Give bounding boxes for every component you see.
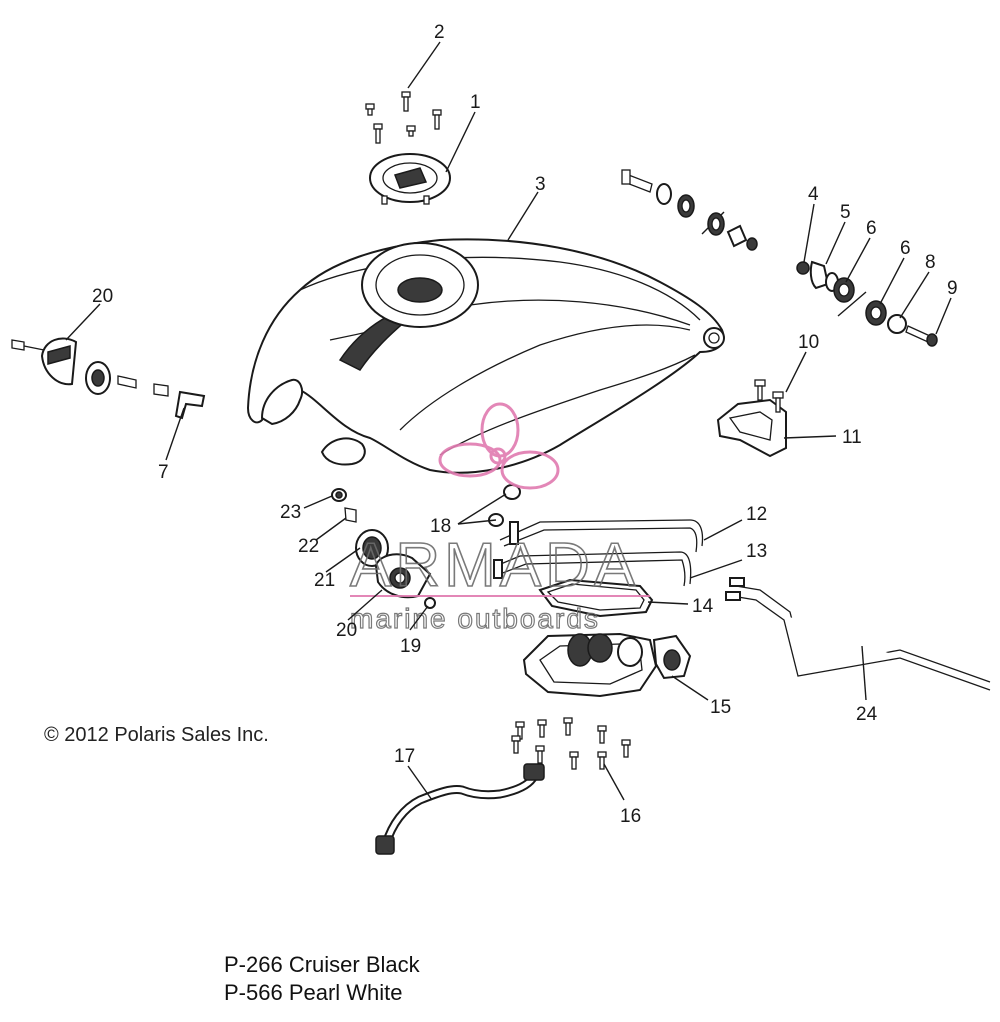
callout-24: 24 [856,704,878,725]
top-mount-stack [621,169,758,251]
fuel-hose [375,763,545,855]
armada-watermark: ARMADA marine outboards [349,402,650,635]
fuel-pump [522,632,692,698]
callout-11: 11 [842,427,862,448]
watermark-brand: ARMADA [350,531,639,600]
watermark-tagline: marine outboards [350,603,600,634]
callout-22: 22 [298,536,319,557]
color-code-pearl-white: P-566 Pearl White [224,980,403,1005]
callout-17: 17 [394,746,415,767]
callout-12: 12 [746,504,767,525]
cap-screws [365,91,442,144]
vent-line [725,577,991,691]
fuel-tank [246,238,725,474]
callout-leaders [65,41,952,801]
callout-13: 13 [746,541,767,562]
callout-7: 7 [158,462,169,483]
vent-hoses [488,484,704,587]
callout-16: 16 [620,806,641,827]
callout-20a: 20 [92,286,113,307]
callout-23: 23 [280,502,301,523]
callout-14: 14 [692,596,714,617]
callout-21: 21 [314,570,335,591]
lower-left-stack [331,488,436,609]
callout-9: 9 [947,278,958,299]
mount-bracket [716,379,787,458]
filler-cap-ring [369,153,451,205]
color-code-cruiser-black: P-266 Cruiser Black [224,952,420,977]
callout-4: 4 [808,184,819,205]
copyright-notice: © 2012 Polaris Sales Inc. [44,724,269,746]
rear-mount-stack [796,260,938,347]
callout-labels: 1 2 3 4 5 6 6 7 8 9 10 11 12 13 14 15 16… [92,22,958,827]
left-mount-stack [11,337,206,420]
armada-logo-mark [438,402,560,490]
callout-18: 18 [430,516,451,537]
callout-6b: 6 [900,238,911,259]
callout-2: 2 [434,22,445,43]
pump-screws [511,717,631,770]
callout-15: 15 [710,697,731,718]
callout-19: 19 [400,636,421,657]
callout-5: 5 [840,202,851,223]
callout-8: 8 [925,252,936,273]
callout-1: 1 [470,92,481,113]
callout-20b: 20 [336,620,357,641]
callout-10: 10 [798,332,819,353]
callout-6a: 6 [866,218,877,239]
callout-3: 3 [535,174,546,195]
